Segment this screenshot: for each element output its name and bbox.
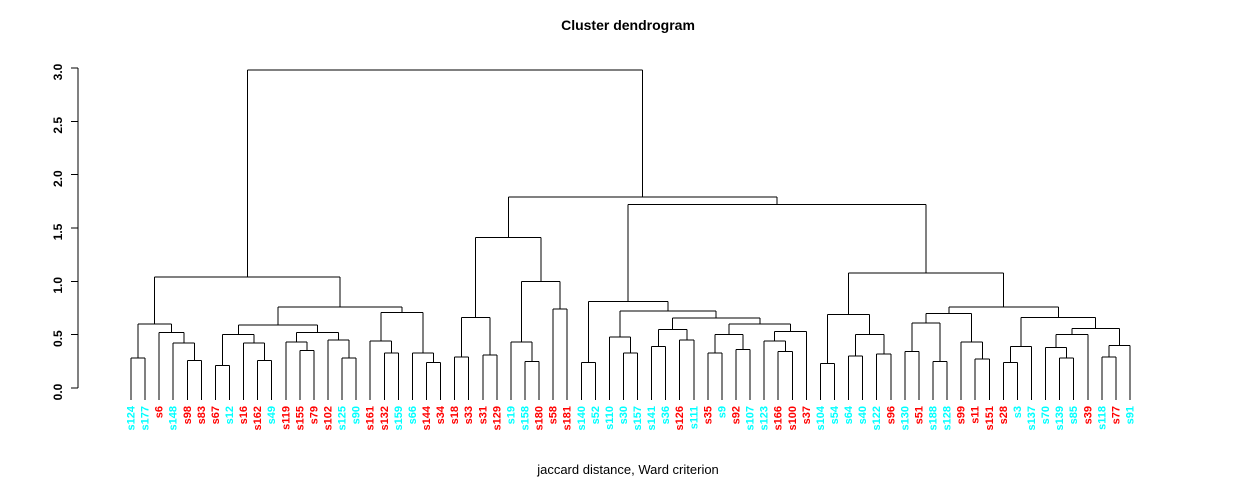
leaf-label: s139 bbox=[1054, 406, 1066, 430]
leaf-label: s58 bbox=[548, 406, 560, 424]
leaf-label: s19 bbox=[505, 406, 517, 424]
leaf-label: s158 bbox=[519, 406, 531, 430]
leaf-label: s85 bbox=[1068, 406, 1080, 424]
leaf-label: s166 bbox=[773, 406, 785, 430]
leaf-label: s9 bbox=[716, 406, 728, 418]
leaf-label: s102 bbox=[322, 406, 334, 430]
leaf-label: s70 bbox=[1040, 406, 1052, 424]
x-axis-caption: jaccard distance, Ward criterion bbox=[537, 462, 719, 477]
leaf-label: s130 bbox=[899, 406, 911, 430]
y-tick-label: 0.5 bbox=[51, 330, 65, 347]
leaf-label: s148 bbox=[168, 406, 180, 430]
leaf-label: s67 bbox=[210, 406, 222, 424]
leaf-label: s118 bbox=[1096, 406, 1108, 430]
leaf-label: s36 bbox=[660, 406, 672, 424]
leaf-label: s159 bbox=[393, 406, 405, 430]
leaf-label: s6 bbox=[154, 406, 166, 418]
leaf-label: s96 bbox=[885, 406, 897, 424]
leaf-label: s30 bbox=[618, 406, 630, 424]
leaf-label: s181 bbox=[562, 406, 574, 430]
leaf-label: s100 bbox=[787, 406, 799, 430]
leaf-label: s151 bbox=[984, 406, 996, 430]
leaf-label: s107 bbox=[745, 406, 757, 430]
leaf-label: s37 bbox=[801, 406, 813, 424]
leaf-label: s66 bbox=[407, 406, 419, 424]
leaf-label: s104 bbox=[815, 405, 827, 430]
leaf-label: s111 bbox=[688, 406, 700, 429]
leaf-label: s123 bbox=[759, 406, 771, 430]
leaf-label: s52 bbox=[590, 406, 602, 424]
chart-title: Cluster dendrogram bbox=[561, 17, 695, 33]
y-tick-label: 3.0 bbox=[51, 63, 65, 80]
leaf-label: s129 bbox=[491, 406, 503, 430]
leaf-label: s64 bbox=[843, 405, 855, 424]
leaf-label: s35 bbox=[702, 406, 714, 424]
leaf-label: s39 bbox=[1082, 406, 1094, 424]
leaf-label: s137 bbox=[1026, 406, 1038, 430]
leaf-label: s132 bbox=[379, 406, 391, 430]
leaf-label: s12 bbox=[224, 406, 236, 424]
leaf-label: s3 bbox=[1012, 406, 1024, 418]
leaf-label: s51 bbox=[913, 406, 925, 424]
leaf-label: s161 bbox=[365, 406, 377, 430]
leaf-label: s40 bbox=[857, 406, 869, 424]
leaf-label: s31 bbox=[477, 406, 489, 424]
leaf-label: s92 bbox=[731, 406, 743, 424]
leaf-label: s77 bbox=[1110, 406, 1122, 424]
leaf-label: s140 bbox=[576, 406, 588, 430]
leaf-label: s99 bbox=[956, 406, 968, 424]
leaf-label: s28 bbox=[998, 406, 1010, 424]
leaf-label: s188 bbox=[928, 406, 940, 430]
y-tick-label: 1.5 bbox=[51, 223, 65, 240]
leaf-label: s49 bbox=[266, 406, 278, 424]
leaf-label: s54 bbox=[829, 405, 841, 424]
leaf-label: s122 bbox=[871, 406, 883, 430]
y-tick-label: 2.0 bbox=[51, 170, 65, 187]
dendrogram-tree bbox=[130, 69, 1131, 400]
leaf-label: s125 bbox=[337, 406, 349, 430]
leaf-label: s83 bbox=[196, 406, 208, 424]
leaf-label: s33 bbox=[463, 406, 475, 424]
leaf-label: s18 bbox=[449, 406, 461, 424]
leaf-label: s79 bbox=[308, 406, 320, 424]
leaf-label: s128 bbox=[942, 406, 954, 430]
leaf-label: s34 bbox=[435, 405, 447, 424]
leaf-label: s11 bbox=[970, 406, 982, 424]
leaf-label: s91 bbox=[1125, 406, 1137, 424]
y-tick-label: 0.0 bbox=[51, 383, 65, 400]
leaf-label: s90 bbox=[351, 406, 363, 424]
leaf-label: s141 bbox=[646, 406, 658, 430]
leaf-label: s110 bbox=[604, 406, 616, 430]
leaf-label: s180 bbox=[534, 406, 546, 430]
y-axis: 0.0 0.5 1.0 1.5 2.0 2.5 3.0 bbox=[51, 63, 79, 400]
leaf-label: s157 bbox=[632, 406, 644, 430]
leaf-label: s124 bbox=[126, 405, 138, 430]
leaf-label: s98 bbox=[182, 406, 194, 424]
leaf-label: s162 bbox=[252, 406, 264, 430]
leaf-label: s119 bbox=[280, 406, 292, 430]
y-tick-label: 2.5 bbox=[51, 117, 65, 134]
leaf-label: s144 bbox=[421, 405, 433, 430]
leaf-label: s126 bbox=[674, 406, 686, 430]
leaf-label: s177 bbox=[140, 406, 152, 430]
leaf-label: s155 bbox=[294, 406, 306, 430]
leaf-label: s16 bbox=[238, 406, 250, 424]
y-tick-label: 1.0 bbox=[51, 277, 65, 294]
